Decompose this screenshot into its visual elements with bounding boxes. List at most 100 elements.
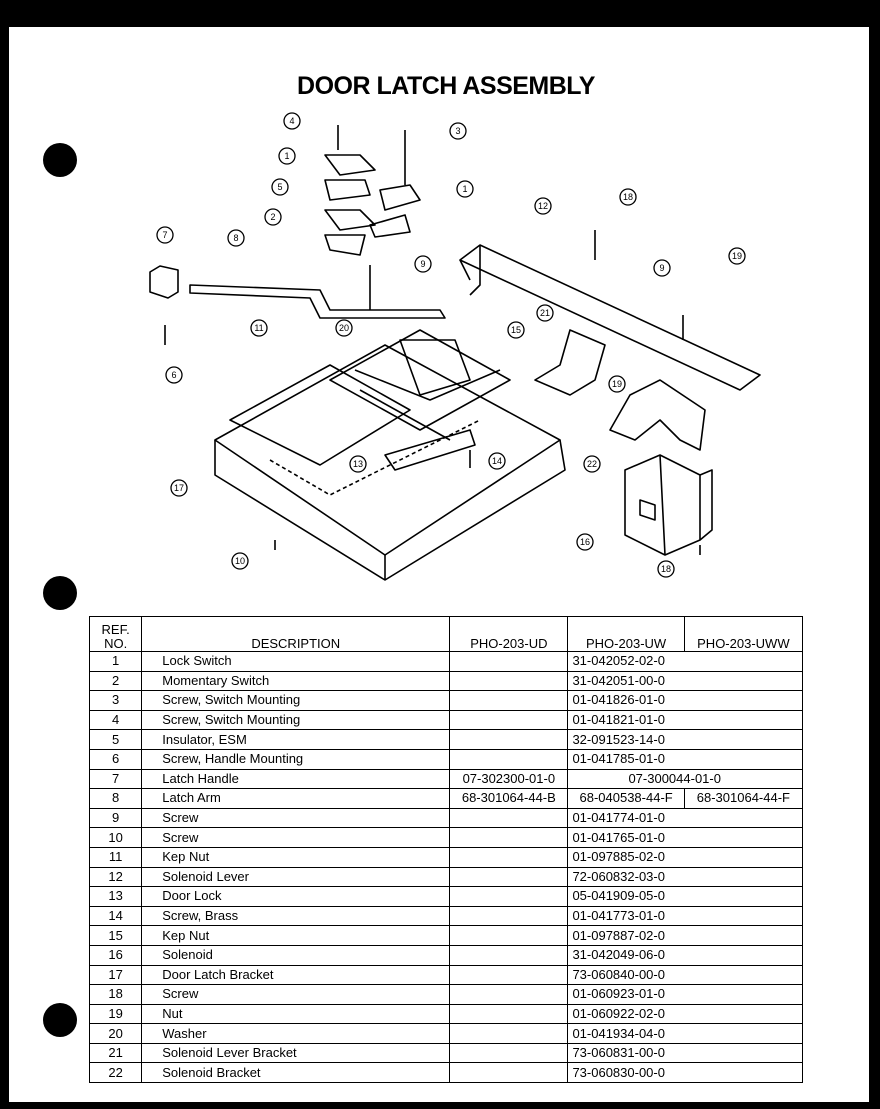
ref-cell: 1	[88, 651, 143, 672]
svg-text:19: 19	[732, 251, 742, 261]
model-ud-cell	[449, 827, 569, 848]
svg-text:16: 16	[580, 537, 590, 547]
model-ud-cell	[449, 709, 569, 731]
ref-cell: 19	[88, 1003, 143, 1025]
model-ud-cell	[449, 905, 569, 927]
part-number-cell: 01-041773-01-0	[567, 905, 803, 927]
part-number-cell: 73-060840-00-0	[567, 964, 803, 986]
model-ud-cell	[449, 1023, 569, 1044]
ref-cell: 18	[88, 984, 143, 1005]
svg-text:19: 19	[612, 379, 622, 389]
description-cell: Lock Switch	[141, 651, 451, 672]
description-cell: Screw, Brass	[141, 905, 451, 927]
binder-hole-top	[43, 143, 77, 177]
description-cell: Solenoid	[141, 944, 451, 966]
model-ud-cell	[449, 984, 569, 1005]
model-ud-cell	[449, 846, 569, 868]
svg-text:1: 1	[462, 184, 467, 194]
ref-cell: 5	[88, 729, 143, 750]
svg-text:20: 20	[339, 323, 349, 333]
svg-text:17: 17	[174, 483, 184, 493]
ref-cell: 15	[88, 925, 143, 946]
ref-cell: 13	[88, 886, 143, 907]
description-cell: Momentary Switch	[141, 670, 451, 692]
model-ud-cell: 07-302300-01-0	[449, 768, 569, 790]
parts-table-header: REF. NO. DESCRIPTION PHO-203-UD PHO-203-…	[88, 616, 804, 652]
ref-cell: 22	[88, 1062, 143, 1084]
svg-text:13: 13	[353, 459, 363, 469]
ref-cell: 14	[88, 905, 143, 927]
description-cell: Screw	[141, 807, 451, 829]
svg-text:8: 8	[233, 233, 238, 243]
description-cell: Washer	[141, 1023, 451, 1044]
description-cell: Latch Arm	[141, 788, 451, 809]
description-cell: Screw	[141, 984, 451, 1005]
binder-hole-bottom	[43, 1003, 77, 1037]
svg-text:9: 9	[659, 263, 664, 273]
model-ud-cell	[449, 690, 569, 711]
svg-text:1: 1	[284, 151, 289, 161]
part-number-cell: 01-041934-04-0	[567, 1023, 803, 1044]
ref-cell: 11	[88, 846, 143, 868]
description-cell: Screw, Handle Mounting	[141, 748, 451, 770]
svg-text:12: 12	[538, 201, 548, 211]
svg-text:18: 18	[623, 192, 633, 202]
part-number-cell: 32-091523-14-0	[567, 729, 803, 750]
ref-cell: 16	[88, 944, 143, 966]
description-cell: Solenoid Lever	[141, 866, 451, 888]
page-title: DOOR LATCH ASSEMBLY	[297, 72, 595, 100]
header-model-ud: PHO-203-UD	[449, 616, 569, 652]
part-number-cell: 72-060832-03-0	[567, 866, 803, 888]
svg-text:6: 6	[171, 370, 176, 380]
part-number-cell: 01-060923-01-0	[567, 984, 803, 1005]
binder-hole-middle	[43, 576, 77, 610]
model-ud-cell	[449, 748, 569, 770]
description-cell: Screw, Switch Mounting	[141, 709, 451, 731]
model-ud-cell	[449, 925, 569, 946]
model-ud-cell	[449, 944, 569, 966]
svg-text:11: 11	[254, 323, 263, 333]
part-number-cell: 31-042052-02-0	[567, 651, 803, 672]
model-uw-uww-cell: 07-300044-01-0	[567, 768, 803, 790]
ref-cell: 20	[88, 1023, 143, 1044]
part-number-cell: 01-041821-01-0	[567, 709, 803, 731]
door-latch-bracket-plate	[214, 344, 561, 556]
model-ud-cell	[449, 670, 569, 692]
svg-text:14: 14	[492, 456, 502, 466]
ref-cell: 9	[88, 807, 143, 829]
ref-cell: 6	[88, 748, 143, 770]
svg-text:21: 21	[540, 308, 550, 318]
model-ud-cell	[449, 866, 569, 888]
description-cell: Door Latch Bracket	[141, 964, 451, 986]
description-cell: Nut	[141, 1003, 451, 1025]
model-uw-cell: 68-040538-44-F	[567, 788, 685, 809]
model-ud-cell	[449, 886, 569, 907]
svg-text:18: 18	[661, 564, 671, 574]
model-ud-cell	[449, 807, 569, 829]
part-number-cell: 01-041774-01-0	[567, 807, 803, 829]
part-number-cell: 01-097885-02-0	[567, 846, 803, 868]
model-ud-cell	[449, 651, 569, 672]
part-number-cell: 31-042049-06-0	[567, 944, 803, 966]
description-cell: Solenoid Lever Bracket	[141, 1042, 451, 1064]
header-description: DESCRIPTION	[141, 616, 451, 652]
latch-handle-shape	[149, 265, 179, 299]
ref-cell: 8	[88, 788, 143, 809]
header-model-uww: PHO-203-UWW	[683, 616, 804, 652]
